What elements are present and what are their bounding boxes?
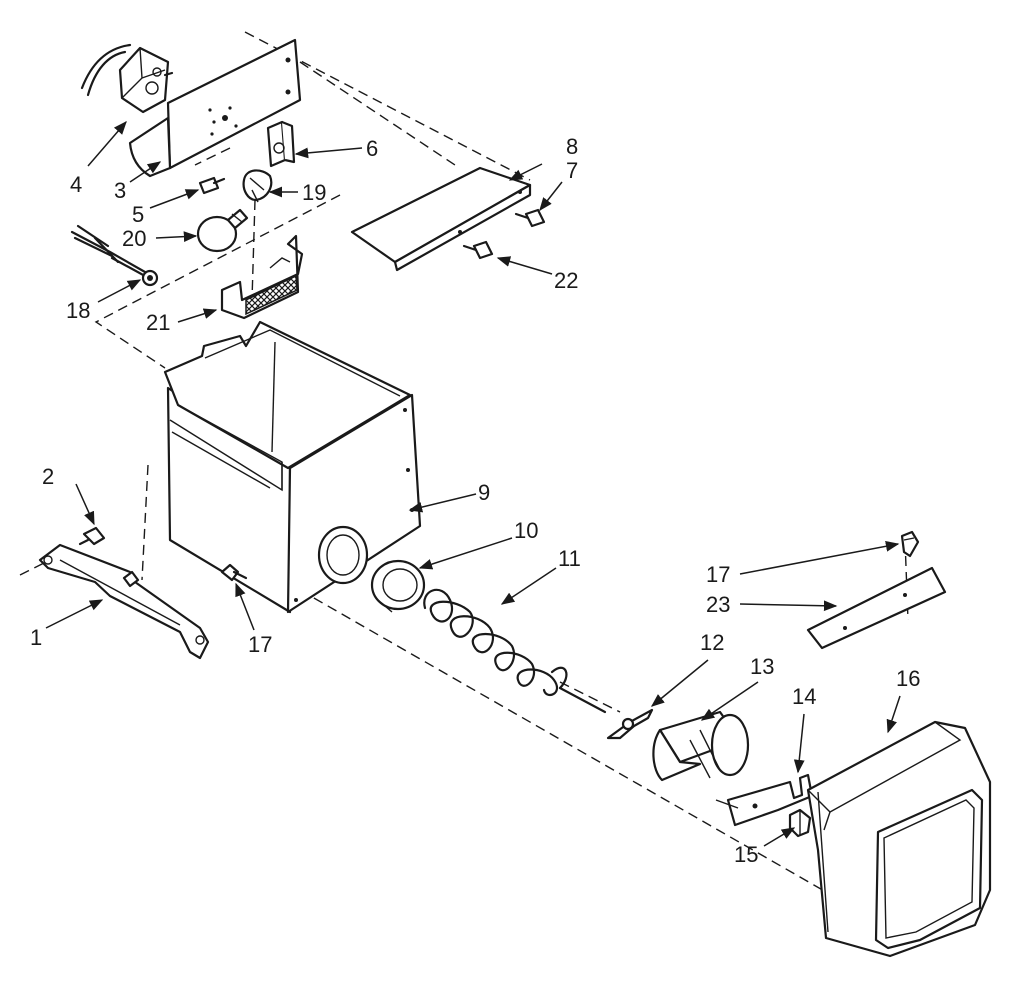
label-16: 16: [896, 666, 920, 691]
screw-part-2: [78, 526, 106, 546]
ice-bin-part-9: [163, 320, 422, 614]
auger-spring-part-11: [423, 588, 607, 714]
label-20: 20: [122, 226, 146, 251]
label-10: 10: [514, 518, 538, 543]
label-1: 1: [30, 625, 42, 650]
label-17-right: 17: [706, 562, 730, 587]
nut-part-15: [788, 808, 812, 838]
bracket-part-6: [266, 120, 296, 168]
label-4: 4: [70, 172, 82, 197]
label-19: 19: [302, 180, 326, 205]
label-22: 22: [554, 268, 578, 293]
bushing-part-10: [370, 559, 426, 613]
wire-harness-part-18: [70, 224, 159, 287]
label-5: 5: [132, 202, 144, 227]
label-11: 11: [558, 546, 581, 571]
leader-lines: [45, 120, 901, 847]
motor-part-4: [80, 43, 174, 114]
label-8: 8: [566, 134, 578, 159]
label-17-left: 17: [248, 632, 272, 657]
screw-part-17-right: [900, 530, 920, 558]
blade-part-12: [606, 708, 654, 740]
label-3: 3: [114, 178, 126, 203]
part-labels: 1 2 3 4 5 6 7 8 9 10 11 12 13 14 15 16 1…: [30, 134, 920, 867]
screw-part-22: [462, 240, 494, 260]
label-7: 7: [566, 158, 578, 183]
label-6: 6: [366, 136, 378, 161]
strip-part-23: [806, 566, 947, 650]
screw-part-5: [198, 176, 226, 195]
screw-part-7: [514, 208, 546, 228]
label-2: 2: [42, 464, 54, 489]
support-rail-part-1: [38, 543, 210, 660]
front-panel-part-16: [806, 720, 992, 958]
drum-part-13: [652, 710, 750, 782]
lamp-shield-part-21: [220, 234, 304, 320]
label-18: 18: [66, 298, 90, 323]
cover-plate-part-8: [350, 166, 532, 272]
label-21: 21: [146, 310, 170, 335]
bulb-part-20: [196, 208, 249, 253]
label-23: 23: [706, 592, 730, 617]
label-14: 14: [792, 684, 816, 709]
label-13: 13: [750, 654, 774, 679]
screw-part-17-left: [220, 563, 248, 582]
label-15: 15: [734, 842, 758, 867]
label-12: 12: [700, 630, 724, 655]
lamp-socket-part-19: [242, 169, 273, 203]
bracket-part-14: [715, 773, 814, 827]
label-9: 9: [478, 480, 490, 505]
